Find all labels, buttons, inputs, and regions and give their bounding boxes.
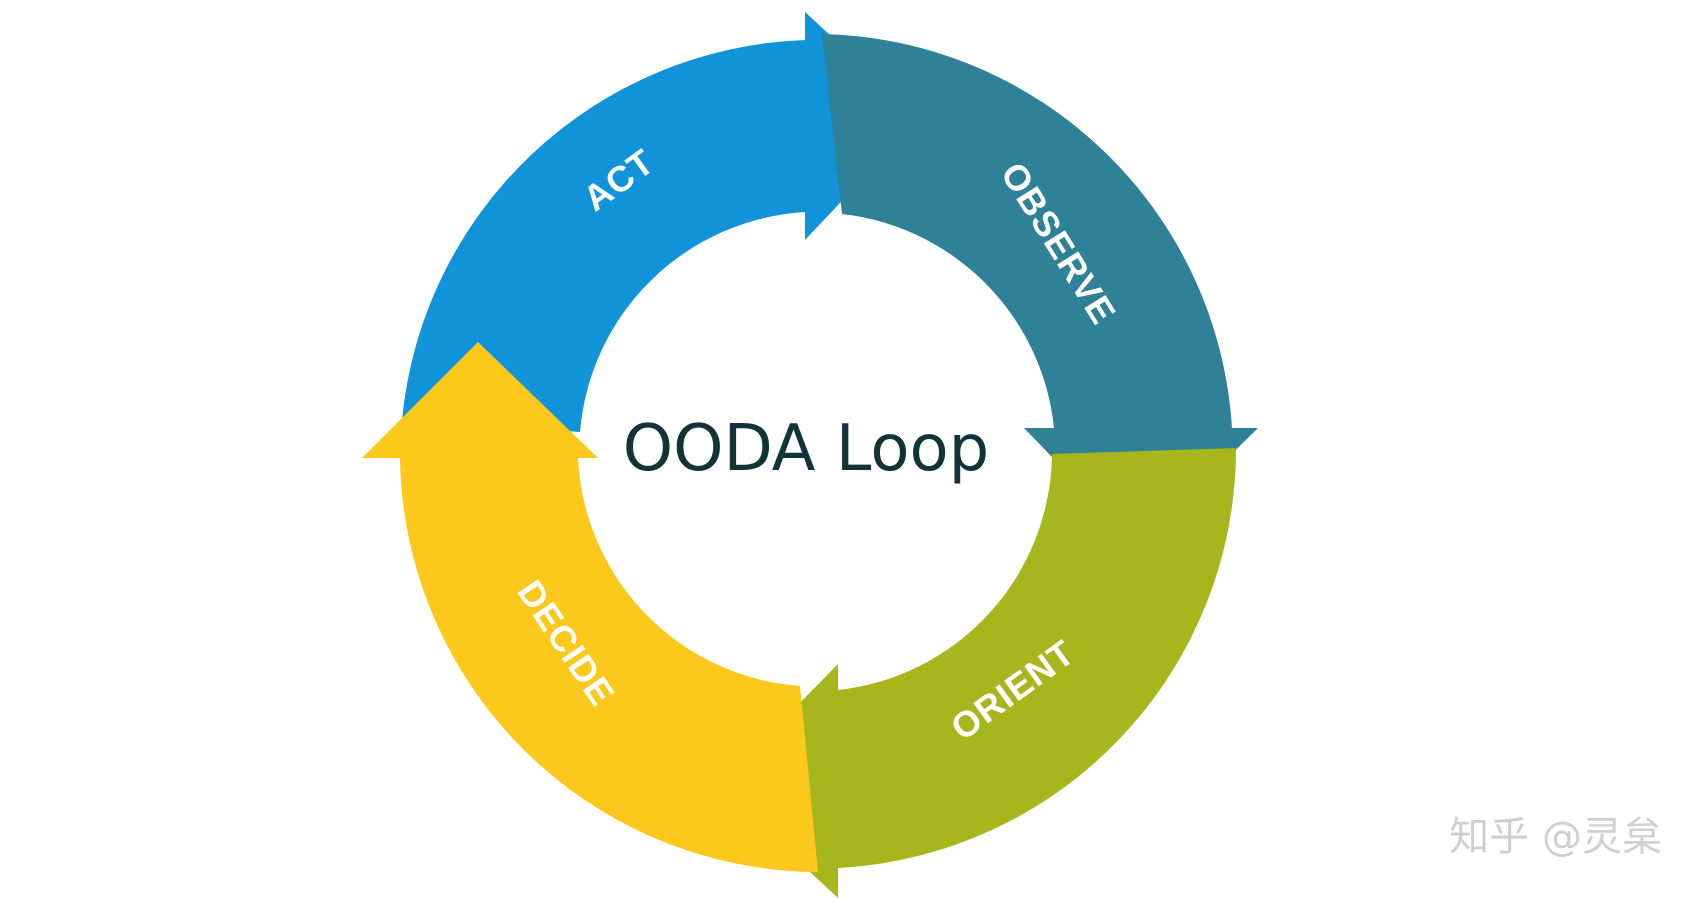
observe-arrow-segment (822, 34, 1258, 546)
decide-arrow-segment (362, 342, 818, 872)
diagram-title: OODA Loop (623, 412, 990, 486)
act-arrow-segment (402, 12, 920, 432)
orient-arrow-segment (718, 448, 1237, 898)
watermark-text: 知乎 @灵枲 (1449, 814, 1662, 860)
